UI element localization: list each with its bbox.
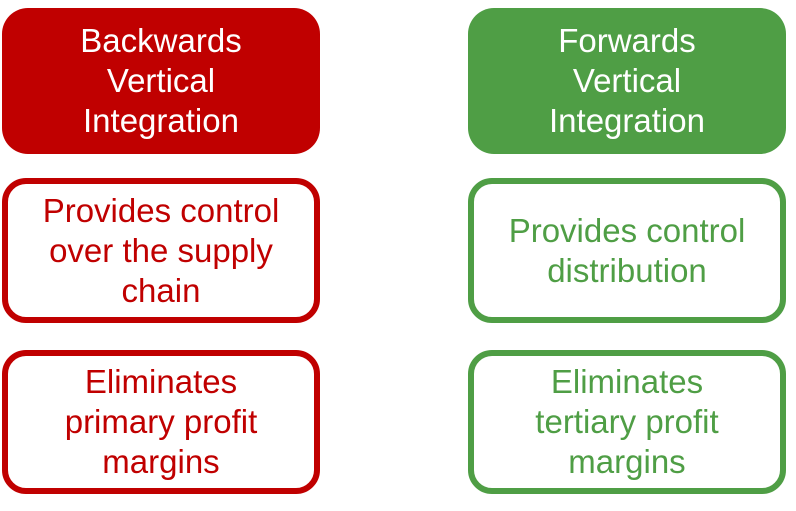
header-line: Vertical [572, 62, 682, 99]
body-line: margins [568, 443, 686, 480]
header-box-forwards-vertical-integration: Forwards Vertical Integration [468, 8, 786, 154]
header-box-backwards-vertical-integration: Backwards Vertical Integration [2, 8, 320, 154]
header-line: Vertical [106, 62, 216, 99]
body-text: Provides control distribution [509, 211, 746, 291]
header-text: Backwards Vertical Integration [80, 21, 241, 141]
body-line: chain [121, 271, 201, 309]
body-line: over the supply [49, 231, 273, 269]
body-line: Provides control [42, 191, 280, 229]
body-box-supply-chain-control: Provides control over the supply chain [2, 178, 320, 323]
body-line: margins [102, 443, 220, 480]
header-line: Forwards [558, 22, 696, 59]
body-box-distribution-control: Provides control distribution [468, 178, 786, 323]
body-box-primary-profit-margins: Eliminates primary profit margins [2, 350, 320, 494]
body-line: Provides control [508, 211, 746, 249]
body-text: Provides control over the supply chain [43, 191, 280, 311]
body-line: Eliminates [550, 363, 704, 400]
header-line: Integration [83, 102, 239, 139]
body-line: primary profit [64, 403, 258, 440]
body-line: Eliminates [84, 363, 238, 400]
body-box-tertiary-profit-margins: Eliminates tertiary profit margins [468, 350, 786, 494]
body-text: Eliminates tertiary profit margins [535, 362, 718, 482]
body-line: tertiary profit [535, 403, 719, 440]
body-text: Eliminates primary profit margins [65, 362, 258, 482]
header-text: Forwards Vertical Integration [549, 21, 705, 141]
header-line: Backwards [80, 22, 242, 59]
body-line: distribution [547, 251, 707, 289]
header-line: Integration [549, 102, 705, 139]
